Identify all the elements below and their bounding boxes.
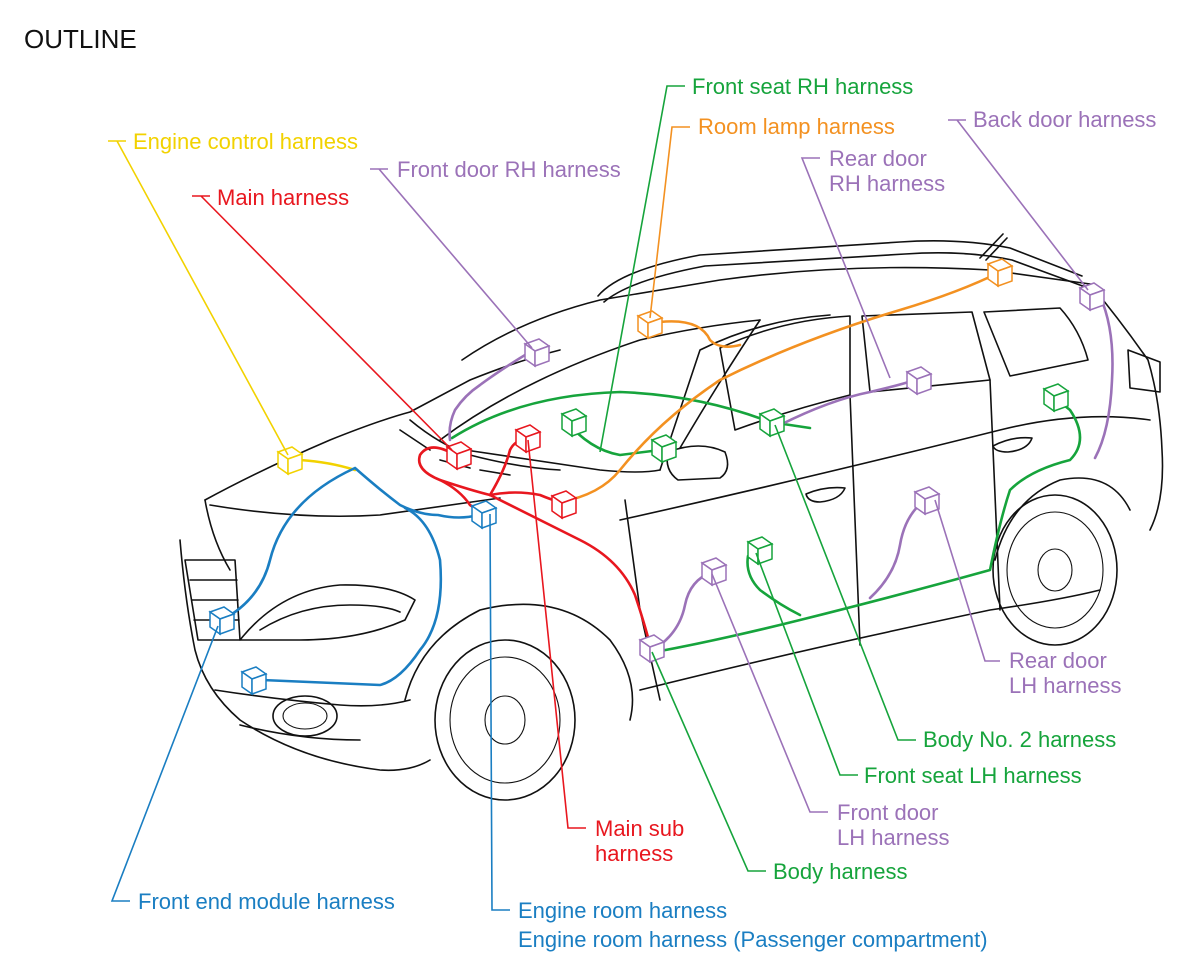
harness-wires xyxy=(220,270,1114,687)
wire-engine-control xyxy=(298,458,357,472)
wire-engine-room xyxy=(220,466,480,622)
connector-icon xyxy=(759,408,785,437)
label-back-door-harness: Back door harness xyxy=(973,107,1156,132)
label-front-seat-lh-harness: Front seat LH harness xyxy=(864,763,1082,788)
label-front-door-lh-line2: LH harness xyxy=(837,825,950,850)
label-front-door-lh-line1: Front door xyxy=(837,800,939,825)
connector-icon xyxy=(747,536,773,565)
connector-icon xyxy=(277,446,303,475)
label-rear-door-rh-line2: RH harness xyxy=(829,171,945,196)
connector-icon xyxy=(241,666,267,695)
connector-icon xyxy=(1079,282,1105,311)
label-engine-control-harness: Engine control harness xyxy=(133,129,358,154)
label-main-sub-line1: Main sub xyxy=(595,816,684,841)
label-rear-door-rh-line1: Rear door xyxy=(829,146,927,171)
wire-rear-door-rh xyxy=(778,378,917,427)
leader-lines xyxy=(108,85,1089,911)
connector-icon xyxy=(987,258,1013,287)
page-title: OUTLINE xyxy=(24,24,137,54)
connector-icon xyxy=(651,434,677,463)
connector-icon xyxy=(515,424,541,453)
label-front-seat-rh-harness: Front seat RH harness xyxy=(692,74,913,99)
wire-rear-door-lh xyxy=(868,498,927,600)
connector-icon xyxy=(639,634,665,663)
connector-icon xyxy=(471,500,497,529)
connector-icon xyxy=(446,441,472,470)
label-rear-door-lh-line2: LH harness xyxy=(1009,673,1122,698)
wire-back-door xyxy=(1093,294,1114,460)
harness-labels: Engine control harness Main harness Fron… xyxy=(133,74,1156,952)
wire-body-no2 xyxy=(450,390,812,440)
label-body-harness: Body harness xyxy=(773,859,908,884)
label-front-end-module-harness: Front end module harness xyxy=(138,889,395,914)
connector-icon xyxy=(551,490,577,519)
label-body-no2-harness: Body No. 2 harness xyxy=(923,727,1116,752)
label-main-sub-line2: harness xyxy=(595,841,673,866)
connector-icon xyxy=(1043,383,1069,412)
label-main-harness: Main harness xyxy=(217,185,349,210)
connector-icon xyxy=(209,606,235,635)
wire-front-door-rh xyxy=(448,350,532,442)
label-engine-room-harness: Engine room harness xyxy=(518,898,727,923)
wire-room-lamp xyxy=(558,270,1002,504)
label-engine-room-passenger: Engine room harness (Passenger compartme… xyxy=(518,927,988,952)
connectors xyxy=(209,258,1105,695)
connector-icon xyxy=(561,408,587,437)
vehicle-outline xyxy=(179,233,1164,801)
label-front-door-rh-harness: Front door RH harness xyxy=(397,157,621,182)
connector-icon xyxy=(906,366,932,395)
label-room-lamp-harness: Room lamp harness xyxy=(698,114,895,139)
label-rear-door-lh-line1: Rear door xyxy=(1009,648,1107,673)
wire-main xyxy=(417,446,492,497)
wire-front-door-lh xyxy=(658,570,714,647)
